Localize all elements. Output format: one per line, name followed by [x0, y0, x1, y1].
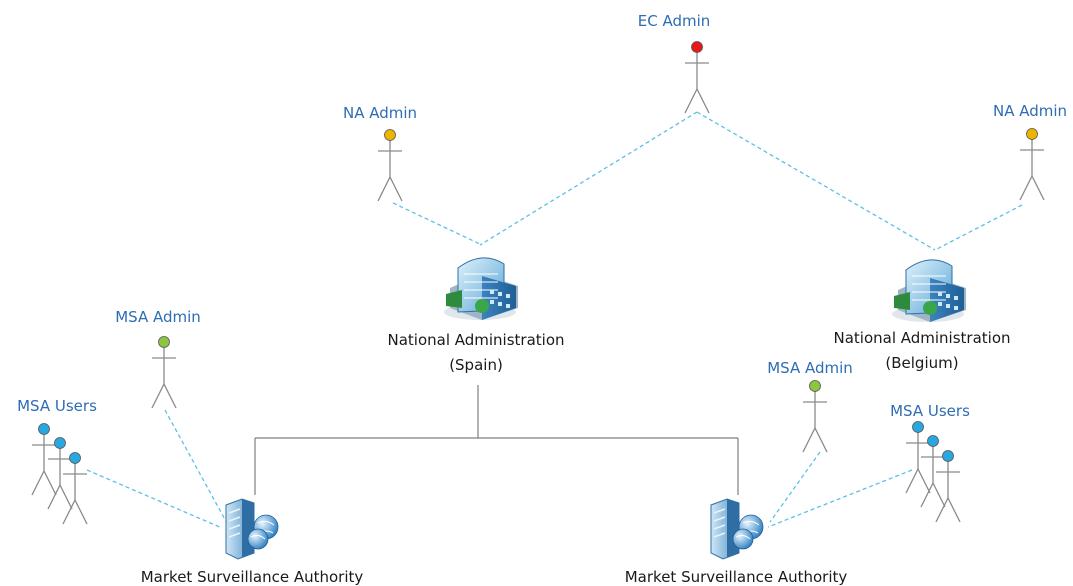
national-admin-belgium-country: (Belgium) [885, 354, 959, 372]
msa-user-right-3 [935, 450, 961, 523]
na-admin-spain-actor [377, 129, 403, 202]
server-globe-icon [225, 498, 279, 560]
ec-admin-actor [684, 41, 710, 114]
msa-admin-right-label: MSA Admin [767, 359, 853, 377]
hierarchy-lines [254, 385, 739, 495]
na-admin-spain-label: NA Admin [342, 104, 418, 122]
msa-users-right-label: MSA Users [890, 402, 970, 420]
msa-right-label: Market Surveillance Authority [624, 568, 848, 586]
na-admin-belgium-actor [1019, 128, 1045, 201]
msa-user-left-2 [47, 437, 73, 510]
building-icon [444, 257, 518, 320]
msa-admin-left-actor [151, 336, 177, 409]
link-na-admin-spain [392, 202, 483, 246]
actors [31, 41, 1045, 525]
link-msa-admin-left [164, 409, 229, 526]
msa-user-right-2 [920, 435, 946, 508]
national-admin-belgium-title: National Administration [833, 329, 1011, 347]
msa-user-left-3 [62, 452, 88, 525]
link-ec-spain [479, 111, 698, 246]
link-ec-belgium [696, 111, 936, 251]
link-msa-admin-right [769, 451, 821, 523]
msa-left-label: Market Surveillance Authority [140, 568, 364, 586]
msa-user-left-1 [31, 423, 57, 496]
link-msa-users-left [86, 469, 223, 529]
msa-admin-right-actor [802, 380, 828, 453]
server-globe-icon [710, 498, 764, 560]
national-admin-spain-title: National Administration [387, 331, 565, 349]
msa-admin-left-label: MSA Admin [115, 308, 201, 326]
national-admin-spain-country: (Spain) [449, 356, 503, 374]
ec-admin-label: EC Admin [637, 12, 711, 30]
msa-users-left-label: MSA Users [17, 397, 97, 415]
building-icon [892, 259, 966, 322]
link-msa-users-right [767, 469, 913, 528]
msa-user-right-1 [905, 421, 931, 494]
link-na-admin-belgium [934, 204, 1023, 251]
association-links [86, 111, 1023, 529]
na-admin-belgium-label: NA Admin [992, 102, 1068, 120]
